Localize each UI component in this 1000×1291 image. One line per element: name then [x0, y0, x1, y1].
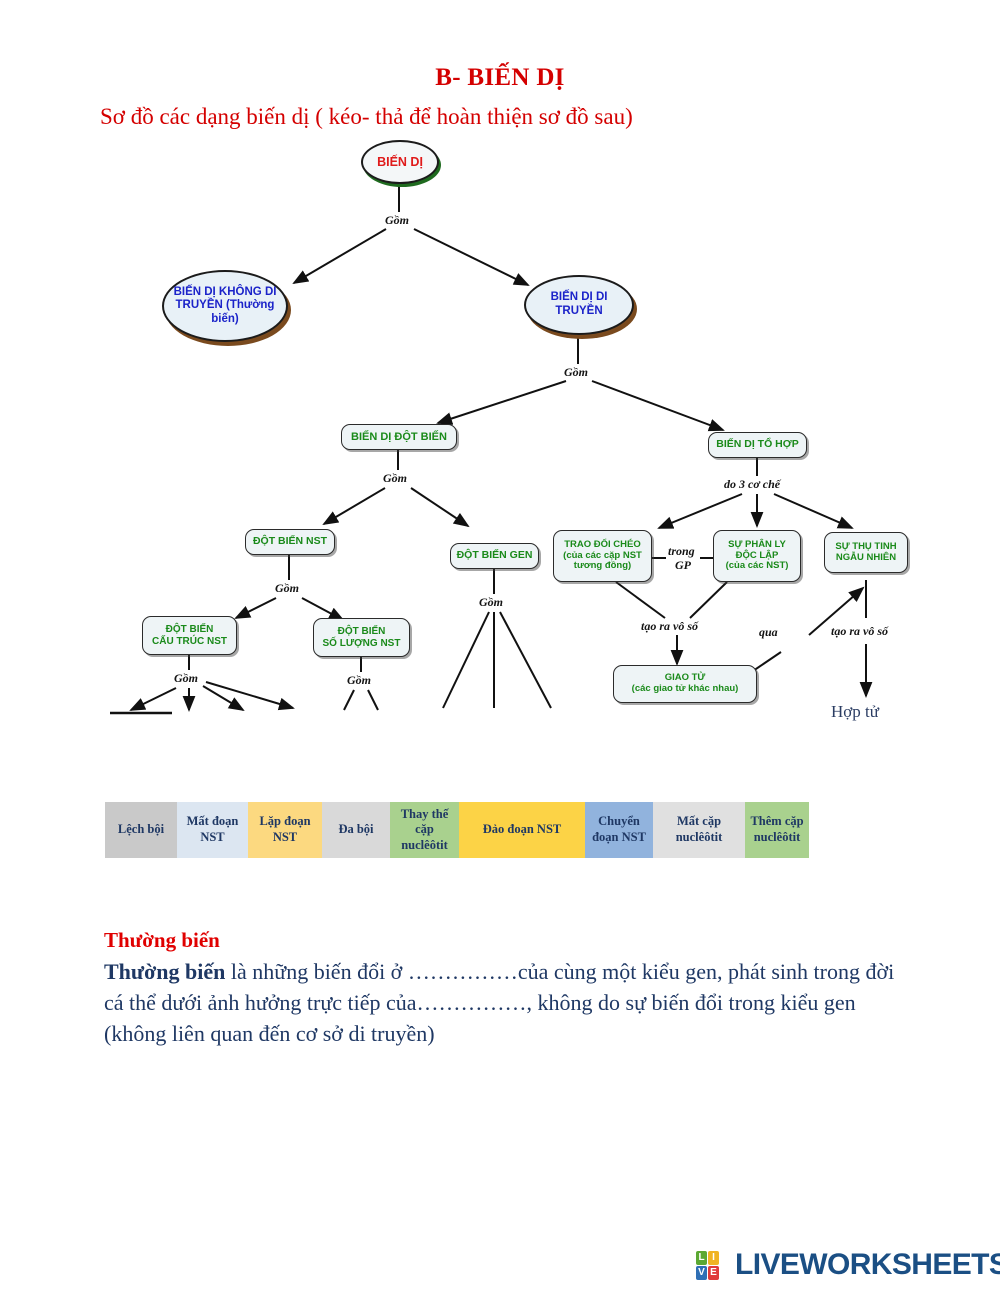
- word-bank-item[interactable]: Đa bội: [322, 802, 390, 858]
- node-dot-bien-gen[interactable]: ĐỘT BIẾN GEN: [450, 543, 539, 569]
- logo-tile-v: V: [696, 1265, 707, 1280]
- node-dot-bien-gen-label: ĐỘT BIẾN GEN: [456, 549, 533, 562]
- node-bien-di-dot-bien-label: BIẾN DỊ ĐỘT BIẾN: [351, 430, 447, 443]
- logo-tile-e: E: [708, 1265, 719, 1280]
- node-dot-bien-so-luong-nst-line1: ĐỘT BIẾN: [337, 626, 386, 638]
- logo-tile-l: L: [696, 1250, 707, 1265]
- edge-label-gom-gene: Gồm: [477, 595, 505, 610]
- word-bank-item[interactable]: Thay thế cặp nuclêôtit: [390, 802, 459, 858]
- edge-label-gom-number: Gồm: [345, 673, 373, 688]
- node-dot-bien-cau-truc-nst[interactable]: ĐỘT BIẾN CẤU TRÚC NST: [142, 616, 237, 655]
- word-bank-item[interactable]: Lệch bội: [105, 802, 177, 858]
- edge-label-do-3-co-che: do 3 cơ chế: [722, 477, 783, 492]
- node-dot-bien-so-luong-nst[interactable]: ĐỘT BIẾN SỐ LƯỢNG NST: [313, 618, 410, 657]
- word-bank-item[interactable]: Chuyển đoạn NST: [585, 802, 653, 858]
- word-bank-item[interactable]: Mất cặp nuclêôtit: [653, 802, 745, 858]
- edge-label-gom-mutation: Gồm: [381, 471, 409, 486]
- node-bien-di-khong-di-truyen-line1: BIẾN DỊ KHÔNG: [173, 285, 262, 298]
- node-su-thu-tinh-ngau-nhien-line1: SỰ THỤ TINH: [835, 540, 897, 552]
- node-su-phan-ly-doc-lap-line3: (của các NST): [725, 560, 789, 572]
- node-bien-di-root-label: BIẾN DỊ: [377, 154, 423, 169]
- node-bien-di-khong-di-truyen-line2: DI TRUYỀN: [175, 285, 277, 312]
- node-dot-bien-cau-truc-nst-line2: CẤU TRÚC NST: [152, 635, 227, 647]
- node-dot-bien-nst-label: ĐỘT BIẾN NST: [252, 535, 328, 548]
- node-dot-bien-so-luong-nst-line2: SỐ LƯỢNG NST: [322, 637, 401, 649]
- node-trao-doi-cheo-line1: TRAO ĐỔI CHÉO: [564, 539, 641, 551]
- word-bank-item[interactable]: Lặp đoạn NST: [248, 802, 322, 858]
- node-su-phan-ly-doc-lap-line1: SỰ PHÂN LY: [728, 539, 786, 551]
- diagram-connectors: [110, 183, 873, 715]
- node-bien-di-dot-bien[interactable]: BIẾN DỊ ĐỘT BIẾN: [341, 424, 457, 450]
- node-bien-di-di-truyen[interactable]: BIẾN DỊ DI TRUYỀN: [524, 275, 634, 335]
- node-bien-di-khong-di-truyen-line3: (Thường biến): [211, 299, 275, 325]
- node-su-thu-tinh-ngau-nhien[interactable]: SỰ THỤ TINH NGẪU NHIÊN: [824, 532, 908, 573]
- word-bank-item[interactable]: Thêm cặp nuclêôtit: [745, 802, 809, 858]
- section-heading-thuong-bien: Thường biến: [104, 928, 220, 952]
- edge-label-gom-heritable: Gồm: [562, 365, 590, 380]
- variation-concept-map: BIẾN DỊ BIẾN DỊ KHÔNG DI TRUYỀN (Thường …: [0, 130, 1000, 770]
- edge-label-gom-chromosome: Gồm: [273, 581, 301, 596]
- edge-label-gom-root: Gồm: [383, 213, 411, 228]
- node-trao-doi-cheo-line3: tương đồng): [573, 560, 632, 572]
- node-dot-bien-cau-truc-nst-line1: ĐỘT BIẾN: [165, 624, 214, 636]
- node-su-phan-ly-doc-lap-line2: ĐỘC LẬP: [735, 549, 779, 561]
- label-hop-tu: Hợp tử: [831, 702, 879, 721]
- node-bien-di-di-truyen-line1: BIẾN DỊ: [550, 291, 593, 304]
- logo-wordmark: LIVEWORKSHEETS: [735, 1248, 1000, 1281]
- edge-label-gom-structure: Gồm: [172, 671, 200, 686]
- edge-label-trong-gp-line2: GP: [673, 558, 693, 573]
- node-giao-tu-line2: (các giao tử khác nhau): [631, 683, 739, 694]
- edge-label-qua: qua: [757, 625, 780, 640]
- paragraph-lead-bold: Thường biến: [104, 959, 226, 984]
- node-dot-bien-nst[interactable]: ĐỘT BIẾN NST: [245, 529, 335, 555]
- node-bien-di-di-truyen-line2: DI TRUYỀN: [555, 291, 608, 317]
- node-bien-di-khong-di-truyen[interactable]: BIẾN DỊ KHÔNG DI TRUYỀN (Thường biến): [162, 270, 288, 342]
- page-subtitle: Sơ đồ các dạng biến dị ( kéo- thả để hoà…: [100, 104, 633, 129]
- word-bank-item[interactable]: Đảo đoạn NST: [459, 802, 585, 858]
- logo-tile-i: I: [708, 1250, 719, 1265]
- node-bien-di-root[interactable]: BIẾN DỊ: [361, 140, 439, 184]
- node-giao-tu-line1: GIAO TỬ: [664, 672, 706, 684]
- node-su-phan-ly-doc-lap[interactable]: SỰ PHÂN LY ĐỘC LẬP (của các NST): [713, 530, 801, 582]
- edge-label-trong-gp-line1: trong: [666, 544, 697, 559]
- word-bank-item[interactable]: Mất đoạn NST: [177, 802, 248, 858]
- edge-label-tao-ra-vo-so-right: tạo ra vô số: [829, 624, 890, 639]
- edge-label-tao-ra-vo-so-left: tạo ra vô số: [639, 619, 700, 634]
- paragraph-thuong-bien: Thường biến là những biến đổi ở ……………của…: [104, 956, 904, 1050]
- page-title: B- BIẾN DỊ: [435, 64, 565, 91]
- paragraph-body: là những biến đổi ở ……………của cùng một ki…: [104, 959, 895, 1047]
- node-trao-doi-cheo-line2: (của các cặp NST: [563, 549, 642, 561]
- node-trao-doi-cheo[interactable]: TRAO ĐỔI CHÉO (của các cặp NST tương đồn…: [553, 530, 652, 582]
- node-su-thu-tinh-ngau-nhien-line2: NGẪU NHIÊN: [835, 551, 897, 563]
- node-bien-di-to-hop[interactable]: BIẾN DỊ TỔ HỢP: [708, 432, 807, 458]
- node-giao-tu[interactable]: GIAO TỬ (các giao tử khác nhau): [613, 665, 757, 703]
- node-bien-di-to-hop-label: BIẾN DỊ TỔ HỢP: [716, 438, 799, 451]
